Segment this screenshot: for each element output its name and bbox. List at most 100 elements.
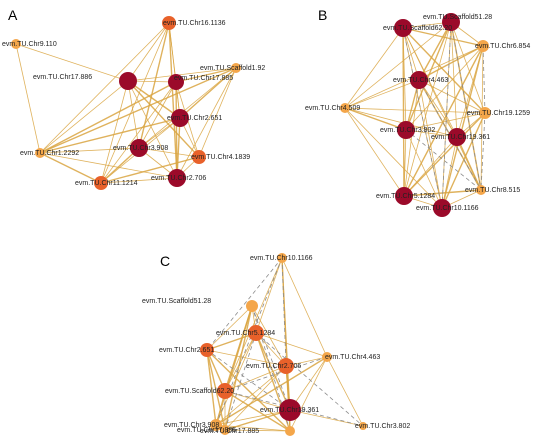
edge-b <box>441 136 458 209</box>
edge-c <box>206 349 226 431</box>
edge-c <box>215 409 291 426</box>
node-b <box>433 199 451 217</box>
node-a <box>231 63 241 73</box>
node-a <box>171 109 189 127</box>
negative-edge-b <box>480 112 486 191</box>
edge-a <box>39 81 177 154</box>
node-label-b: evm.TU.Chr6.854 <box>475 43 530 50</box>
node-label-a: evm.TU.Scaffold1.92 <box>200 65 265 72</box>
node-c <box>279 399 301 421</box>
node-c <box>248 325 264 341</box>
node-label-b: evm.TU.Chr19.1259 <box>467 110 530 117</box>
node-b <box>395 187 413 205</box>
edge-b <box>418 21 452 81</box>
node-c <box>359 422 367 430</box>
edge-a <box>168 22 178 179</box>
edge-b <box>344 107 443 209</box>
node-label-c: evm.TU.Chr5.1284 <box>216 330 275 337</box>
node-label-b: evm.TU.Chr3.802 <box>380 127 435 134</box>
node-c <box>285 426 295 436</box>
negative-edge-c <box>224 356 328 392</box>
negative-edge-b <box>441 21 452 209</box>
edge-c <box>224 332 257 392</box>
node-label-b: evm.TU.Chr4.463 <box>393 77 448 84</box>
edge-b <box>344 79 420 109</box>
edge-c <box>224 257 283 392</box>
negative-edge-c <box>206 349 291 411</box>
edge-a <box>175 67 237 83</box>
edge-a <box>138 81 177 149</box>
edge-c <box>224 365 287 392</box>
edge-c <box>215 365 287 426</box>
edge-b <box>344 107 405 197</box>
node-label-c: evm.TU.Chr3.802 <box>355 423 410 430</box>
edge-b <box>403 112 486 197</box>
edge-b <box>402 27 482 191</box>
node-b <box>479 107 491 119</box>
edge-b <box>456 136 482 191</box>
edge-b <box>450 21 458 138</box>
node-a <box>35 148 45 158</box>
edge-c <box>206 305 253 351</box>
edge-c <box>255 332 328 358</box>
edge-b <box>344 107 407 131</box>
negative-edge-c <box>206 257 283 351</box>
edge-b <box>418 79 458 138</box>
node-a <box>119 72 137 90</box>
node-label-c: evm.TU.Chr2.706 <box>246 363 301 370</box>
edge-b <box>405 21 452 131</box>
edge-a <box>39 147 140 154</box>
node-label-a: evm.TU.Chr1.2292 <box>20 150 79 157</box>
edge-a <box>198 67 237 158</box>
node-label-c: evm.TU.Chr17.886 <box>177 427 236 434</box>
node-layer <box>11 13 491 436</box>
node-c <box>322 352 332 362</box>
node-a <box>192 150 206 164</box>
edge-b <box>403 79 420 197</box>
negative-edge-c <box>224 332 257 431</box>
negative-edge-b <box>402 27 443 209</box>
edge-a <box>127 80 181 119</box>
edge-a <box>175 81 178 179</box>
panel-letter-a: A <box>8 7 18 23</box>
node-label-b: evm.TU.Scaffold62.20 <box>383 25 452 32</box>
node-label-b: evm.TU.Chr4.509 <box>305 105 360 112</box>
edge-c <box>206 349 287 367</box>
edge-a <box>39 80 129 154</box>
edge-c <box>289 409 364 427</box>
negative-edge-b <box>482 45 486 114</box>
node-label-c: evm.TU.Scaffold62.20 <box>165 388 234 395</box>
node-label-b: evm.TU.Chr10.1166 <box>416 205 479 212</box>
edge-a <box>100 177 178 184</box>
node-a <box>168 74 184 90</box>
edge-a <box>15 43 129 82</box>
negative-edge-c <box>251 305 291 411</box>
edge-c <box>206 332 257 351</box>
edge-b <box>418 45 484 81</box>
edge-c <box>281 257 328 358</box>
edge-b <box>405 129 443 209</box>
edge-b <box>403 21 452 197</box>
edge-a <box>127 80 140 149</box>
node-b <box>397 121 415 139</box>
edge-c <box>224 429 291 432</box>
edge-b <box>418 79 486 114</box>
node-label-a: evm.TU.Chr16.1136 <box>163 20 226 27</box>
edge-a <box>39 152 102 184</box>
panel-letter-layer: A B C <box>8 7 327 269</box>
edge-b <box>450 21 486 114</box>
node-label-b: evm.TU.Chr19.361 <box>431 134 490 141</box>
node-label-a: evm.TU.Chr9.110 <box>2 41 57 48</box>
node-label-a: evm.TU.Chr17.886 <box>33 74 92 81</box>
edge-a <box>100 80 129 184</box>
edge-b <box>402 27 486 114</box>
edge-b <box>402 27 405 197</box>
edge-a <box>127 80 178 179</box>
edge-a <box>138 67 237 149</box>
edge-c <box>255 257 283 334</box>
edge-c <box>224 390 291 432</box>
edge-b <box>441 45 484 209</box>
edge-c <box>215 356 328 426</box>
node-label-c: evm.TU.Chr3.908 <box>164 422 219 429</box>
